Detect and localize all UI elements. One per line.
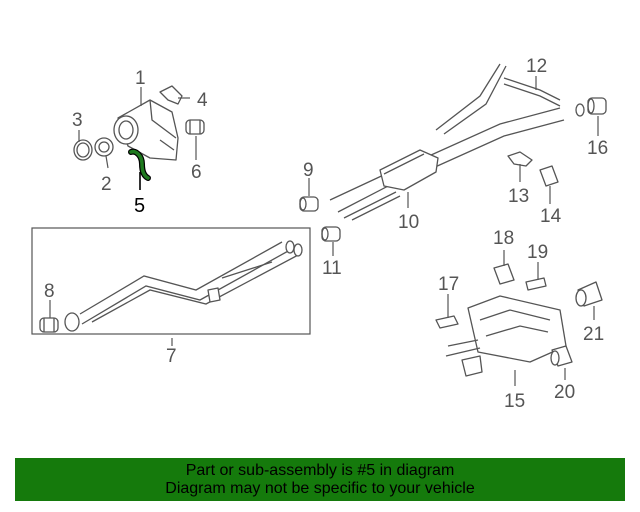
part-19-hanger[interactable] bbox=[525, 277, 547, 291]
callout-9[interactable]: 9 bbox=[303, 160, 314, 181]
part-6-clamp[interactable] bbox=[185, 119, 205, 135]
part-3-clamp[interactable] bbox=[73, 139, 93, 161]
callout-7[interactable]: 7 bbox=[166, 346, 177, 367]
callout-17[interactable]: 17 bbox=[438, 274, 459, 295]
part-21-tailpipe-tip[interactable] bbox=[575, 281, 603, 307]
part-7-group-box bbox=[31, 227, 311, 335]
callout-5[interactable]: 5 bbox=[134, 195, 145, 217]
part-1-catalytic-converter[interactable] bbox=[113, 99, 179, 161]
callout-18[interactable]: 18 bbox=[493, 228, 514, 249]
callout-10[interactable]: 10 bbox=[398, 212, 419, 233]
callout-3[interactable]: 3 bbox=[72, 110, 83, 131]
callout-12[interactable]: 12 bbox=[526, 56, 547, 77]
callout-16[interactable]: 16 bbox=[587, 138, 608, 159]
callout-21[interactable]: 21 bbox=[583, 324, 604, 345]
part-5-highlighted-pipe[interactable] bbox=[128, 148, 151, 181]
callout-19[interactable]: 19 bbox=[527, 242, 548, 263]
diagram-notice-banner: Part or sub-assembly is #5 in diagram Di… bbox=[15, 458, 625, 501]
part-4-bracket[interactable] bbox=[159, 85, 183, 105]
part-7-front-pipe[interactable] bbox=[64, 240, 303, 332]
callout-15[interactable]: 15 bbox=[504, 391, 525, 412]
callout-8[interactable]: 8 bbox=[44, 281, 55, 302]
callout-4[interactable]: 4 bbox=[197, 90, 208, 111]
part-17-bracket[interactable] bbox=[435, 315, 459, 329]
banner-line-disclaimer: Diagram may not be specific to your vehi… bbox=[165, 479, 475, 497]
part-12-pipe-extension[interactable] bbox=[503, 77, 561, 107]
part-11-clamp[interactable] bbox=[321, 226, 341, 242]
part-20-tailpipe-tip[interactable] bbox=[550, 345, 573, 367]
part-13-hanger[interactable] bbox=[507, 151, 533, 167]
part-18-bracket[interactable] bbox=[493, 263, 515, 285]
part-2-gasket[interactable] bbox=[94, 137, 114, 157]
leader-lines bbox=[49, 76, 599, 386]
part-10-center-pipe[interactable] bbox=[329, 63, 585, 221]
callout-1[interactable]: 1 bbox=[135, 68, 146, 89]
callout-20[interactable]: 20 bbox=[554, 382, 575, 403]
callout-11[interactable]: 11 bbox=[322, 258, 342, 279]
callouts: 1 2 3 4 5 6 7 8 9 10 11 12 13 14 15 16 1… bbox=[44, 56, 608, 412]
callout-2[interactable]: 2 bbox=[101, 174, 112, 195]
part-8-clamp[interactable] bbox=[39, 317, 59, 333]
part-15-rear-muffler[interactable] bbox=[445, 295, 567, 377]
banner-line-part: Part or sub-assembly is #5 in diagram bbox=[185, 461, 455, 479]
callout-13[interactable]: 13 bbox=[508, 186, 529, 207]
callout-14[interactable]: 14 bbox=[540, 206, 562, 227]
part-14-bracket[interactable] bbox=[539, 165, 559, 187]
part-16-clamp[interactable] bbox=[587, 97, 607, 115]
callout-6[interactable]: 6 bbox=[191, 162, 202, 183]
part-9-clamp[interactable] bbox=[299, 196, 319, 212]
